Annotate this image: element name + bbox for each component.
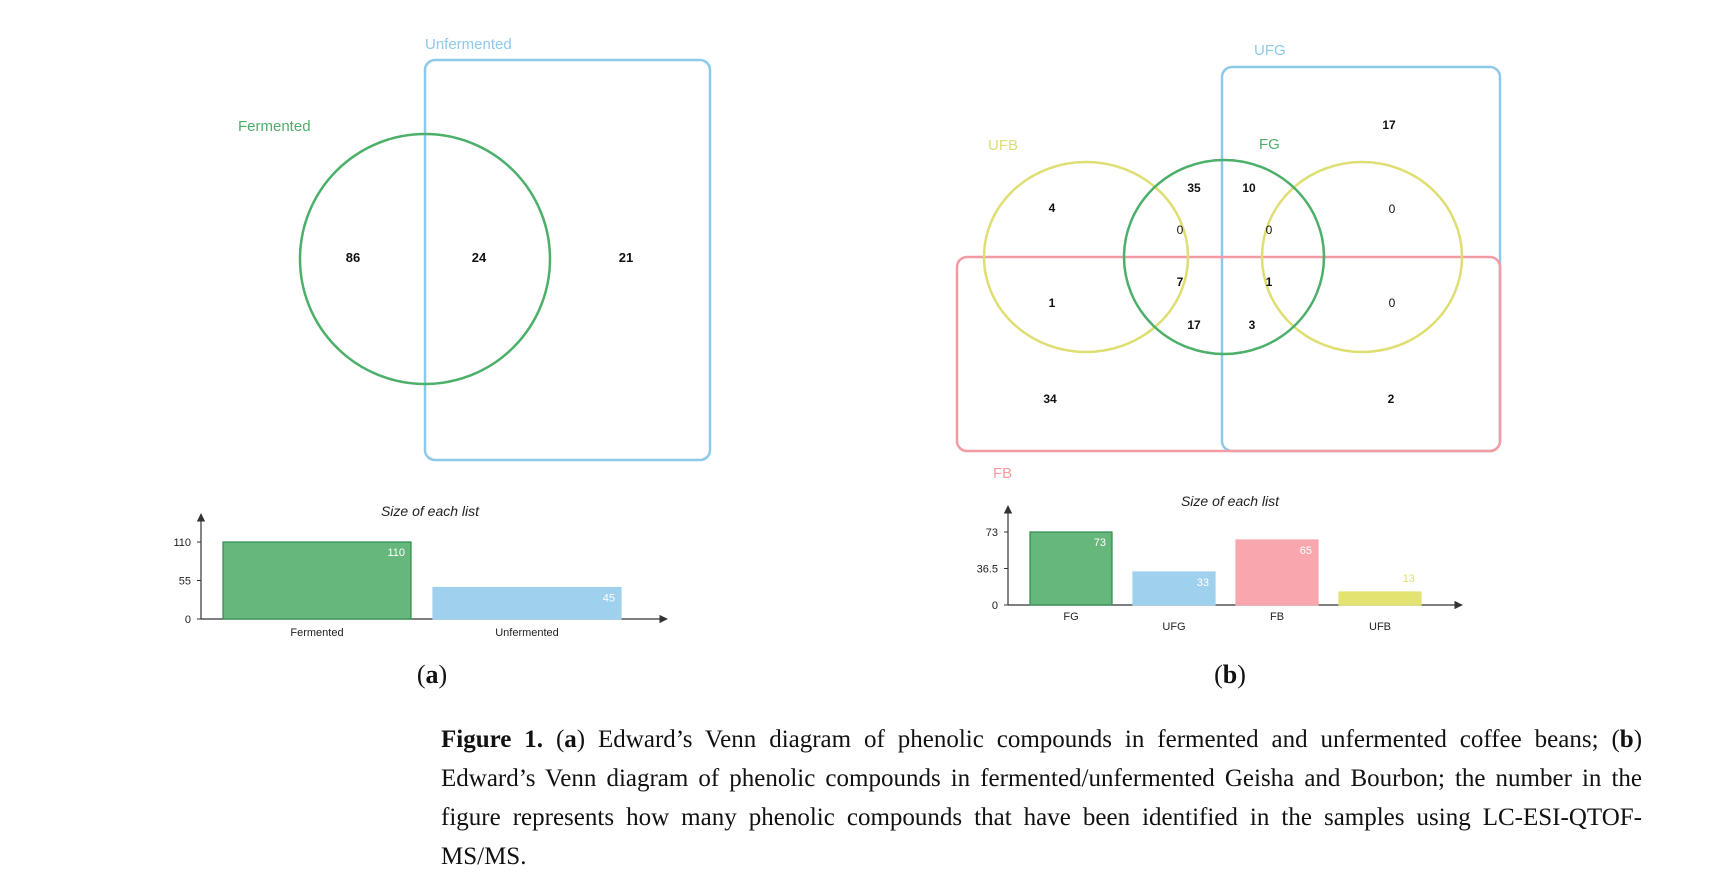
venn-b-count-all-four: 3 [1249, 318, 1256, 332]
figure-canvas: Unfermented Fermented 86 24 21 Size of e… [173, 36, 1502, 689]
chart-1-ytick-label-0: 0 [992, 600, 998, 612]
caption-a-letter: a [564, 726, 577, 753]
chart-1-bar-fg [1029, 531, 1113, 606]
chart-1-category-label-1: UFG [1162, 621, 1185, 633]
venn-b-ufb-set-left [982, 160, 1190, 354]
chart-0-bar-unfermented [432, 586, 622, 620]
venn-b-count-ufb-fb: 1 [1049, 296, 1056, 310]
chart-0-category-label-1: Unfermented [495, 627, 559, 639]
chart-1-category-label-2: FB [1270, 611, 1284, 623]
chart-a-title: Size of each list [381, 503, 480, 519]
venn-b-fg-set [1122, 158, 1326, 356]
venn-a-unfermented-set [423, 58, 712, 462]
venn-b-count-fg-only: 0 [1177, 223, 1184, 237]
chart-b-title: Size of each list [1181, 493, 1280, 509]
venn-b-count-ufb-ufg: 0 [1389, 202, 1396, 216]
chart-1-bar-ufg [1132, 571, 1216, 606]
chart-1-category-label-3: UFB [1369, 621, 1391, 633]
chart-1-value-label-3: 13 [1403, 573, 1415, 585]
venn-b-count-ufb-only: 4 [1049, 201, 1056, 215]
chart-0-ytick-label-2: 110 [173, 537, 191, 549]
chart-1-bar-fb [1235, 539, 1319, 606]
venn-a-count-both: 24 [472, 250, 487, 265]
venn-a: Unfermented Fermented 86 24 21 [238, 36, 712, 462]
venn-a-label-unfermented: Unfermented [425, 36, 512, 53]
venn-b-count-ufg-fb-right: 0 [1389, 296, 1396, 310]
chart-0-value-label-1: 45 [603, 593, 615, 605]
venn-b-fb-set [955, 255, 1502, 453]
chart-0-ytick-label-0: 0 [185, 614, 191, 626]
chart-1-category-label-0: FG [1063, 611, 1078, 623]
venn-b-count-fg-ufg: 10 [1242, 181, 1256, 195]
chart-0-ytick-label-1: 55 [179, 576, 191, 588]
venn-b-count-fg-ufg-fb: 1 [1266, 275, 1273, 289]
caption-figure-label: Figure 1. [441, 726, 544, 753]
venn-b-count-ufb-fg: 35 [1187, 181, 1201, 195]
venn-b-count-ufg-fb: 2 [1388, 392, 1395, 406]
caption-part2: ) Edward’s Venn diagram of phenolic comp… [441, 726, 1643, 870]
chart-1-bar-ufb [1338, 591, 1422, 606]
venn-b-count-fg-ufg-inner: 0 [1266, 223, 1273, 237]
venn-b: UFG UFB FG FB 17 4 35 10 1 7 1 17 3 34 2… [955, 42, 1502, 482]
panel-a-letter: a [426, 660, 439, 689]
chart-1-ytick-label-2: 73 [986, 527, 998, 539]
venn-a-label-fermented: Fermented [238, 118, 311, 135]
panel-b-label: (b) [1214, 660, 1246, 689]
chart-0-bar-fermented [222, 541, 412, 620]
venn-b-label-ufb: UFB [988, 137, 1018, 154]
chart-0-value-label-0: 110 [387, 547, 405, 559]
chart-1-value-label-1: 33 [1197, 577, 1209, 589]
figure-caption: Figure 1. (a) Edward’s Venn diagram of p… [441, 726, 1643, 870]
venn-b-label-fg: FG [1259, 136, 1280, 153]
venn-a-count-unfermented-only: 21 [619, 250, 633, 265]
venn-b-label-ufg: UFG [1254, 42, 1286, 59]
venn-b-label-fb: FB [993, 465, 1012, 482]
chart-1-value-label-2: 65 [1300, 545, 1312, 557]
venn-b-count-ufb-fg-fb: 7 [1177, 275, 1184, 289]
venn-b-count-fb-only: 34 [1043, 392, 1057, 406]
venn-a-fermented-set [298, 132, 552, 386]
venn-b-ufb-set-right [1260, 160, 1464, 354]
chart-0-category-label-0: Fermented [290, 627, 343, 639]
caption-b-letter: b [1619, 726, 1634, 753]
chart-1-ytick-label-1: 36.5 [977, 564, 998, 576]
venn-b-count-ufb-fg-fb-low: 17 [1187, 318, 1201, 332]
venn-a-count-fermented-only: 86 [346, 250, 360, 265]
chart-1-value-label-0: 73 [1094, 537, 1106, 549]
venn-b-ufg-set [1220, 65, 1502, 453]
panel-b-letter: b [1223, 660, 1237, 689]
panel-a-label: (a) [417, 660, 447, 689]
caption-part1: Edward’s Venn diagram of phenolic compou… [585, 726, 1620, 753]
venn-b-count-ufg-only: 17 [1382, 118, 1396, 132]
